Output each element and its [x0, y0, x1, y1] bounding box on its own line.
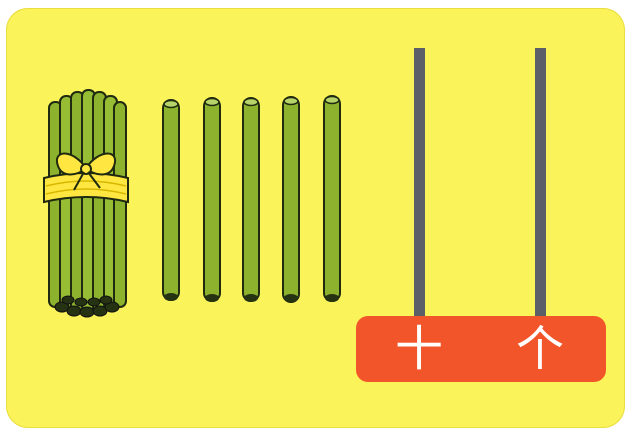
ones-rod-label: 个: [510, 325, 570, 373]
ones-rod: [535, 48, 546, 318]
tens-rod: [414, 48, 425, 318]
loose-sticks: [163, 96, 340, 302]
loose-stick: [243, 98, 259, 302]
loose-stick: [163, 100, 179, 301]
stick-bundle: [44, 90, 128, 317]
tens-rod-label: 十: [389, 325, 449, 373]
loose-stick: [324, 96, 340, 302]
loose-stick: [204, 98, 220, 302]
loose-stick: [283, 97, 299, 302]
